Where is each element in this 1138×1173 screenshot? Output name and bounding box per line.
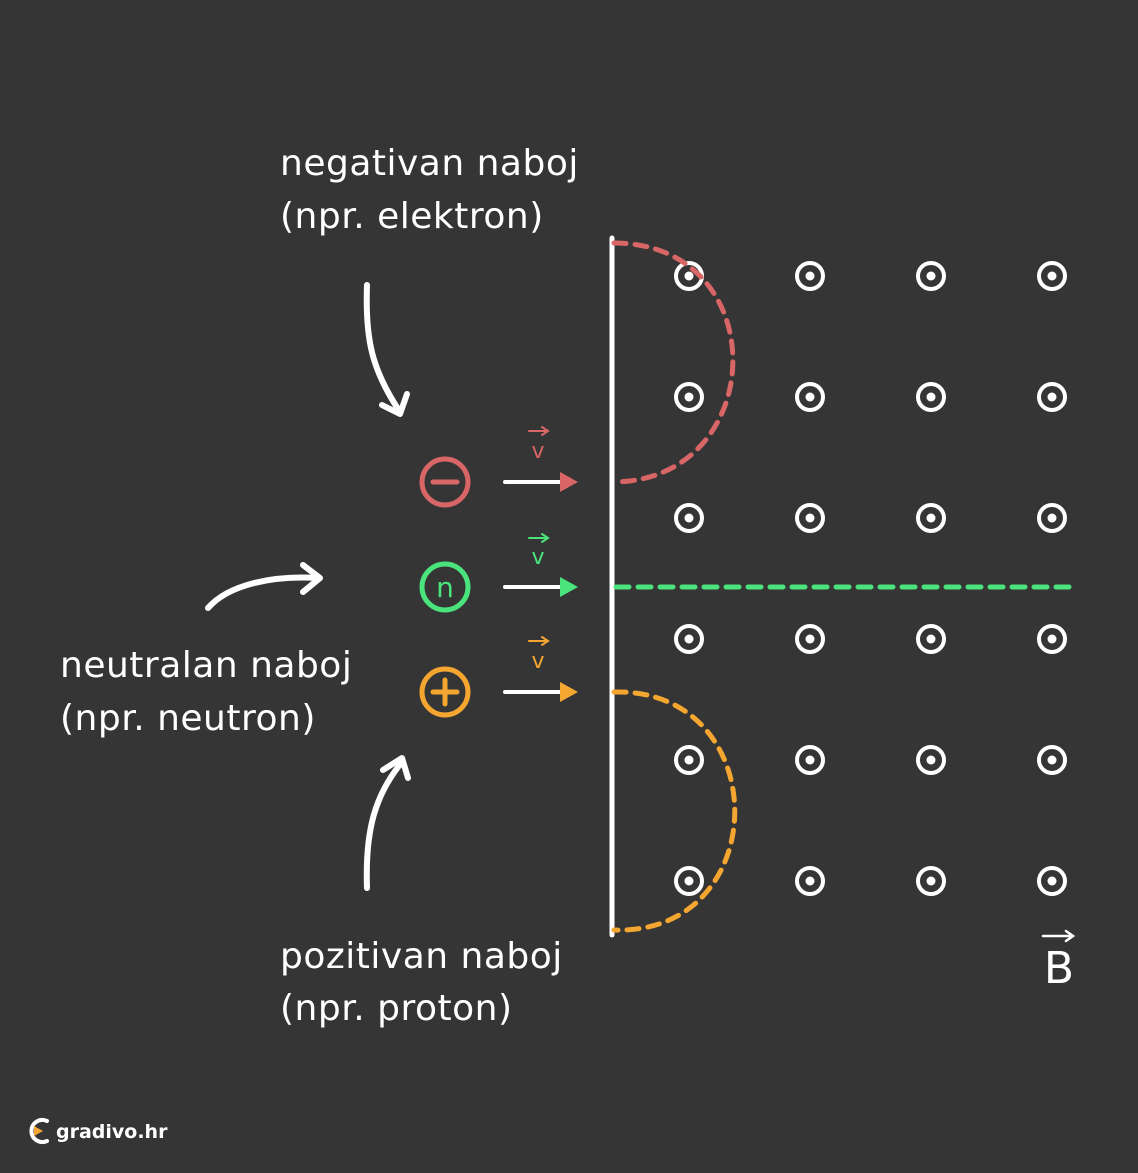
circle-dot-icon bbox=[916, 866, 946, 896]
pointer-arrow-positive bbox=[363, 755, 411, 891]
circle-dot-icon bbox=[795, 624, 825, 654]
circle-dot-icon bbox=[674, 503, 704, 533]
circle-dot-icon bbox=[1037, 382, 1067, 412]
label-positive-line2: (npr. proton) bbox=[280, 988, 512, 1029]
trajectory-positive bbox=[611, 689, 738, 933]
positive-charge-icon bbox=[419, 666, 471, 718]
circle-dot-icon bbox=[795, 866, 825, 896]
circle-dot-icon bbox=[795, 382, 825, 412]
circle-dot-icon bbox=[916, 745, 946, 775]
label-negative-line1: negativan naboj bbox=[280, 143, 579, 184]
velocity-symbol: v bbox=[531, 545, 544, 570]
circle-dot-icon bbox=[1037, 261, 1067, 291]
velocity-arrow-neutral bbox=[503, 577, 578, 597]
vector-arrow-icon bbox=[528, 533, 550, 543]
magnetic-field-dots bbox=[674, 261, 1067, 896]
trajectory-negative bbox=[611, 240, 736, 485]
velocity-label-positive: v bbox=[528, 636, 550, 674]
pointer-arrow-negative bbox=[363, 282, 410, 417]
label-negative-line2: (npr. elektron) bbox=[280, 196, 544, 237]
label-negative: negativan naboj (npr. elektron) bbox=[280, 143, 579, 237]
vector-arrow-icon bbox=[528, 636, 550, 646]
brand-name: gradivo.hr bbox=[56, 1121, 168, 1143]
circle-dot-icon bbox=[795, 503, 825, 533]
velocity-label-negative: v bbox=[528, 426, 550, 464]
circle-dot-icon bbox=[674, 382, 704, 412]
velocity-arrow-positive bbox=[503, 682, 578, 702]
gradivo-logo-icon bbox=[29, 1118, 49, 1144]
label-positive-line1: pozitivan naboj bbox=[280, 936, 563, 977]
velocity-label-neutral: v bbox=[528, 533, 550, 570]
vector-arrow-icon bbox=[528, 426, 550, 436]
velocity-symbol: v bbox=[531, 439, 544, 464]
circle-dot-icon bbox=[916, 382, 946, 412]
vector-arrow-icon bbox=[1041, 929, 1076, 943]
label-neutral-line2: (npr. neutron) bbox=[60, 698, 316, 739]
brand: gradivo.hr bbox=[29, 1118, 168, 1144]
circle-dot-icon bbox=[916, 261, 946, 291]
pointer-arrow-neutral bbox=[205, 562, 323, 611]
circle-dot-icon bbox=[1037, 503, 1067, 533]
label-positive: pozitivan naboj (npr. proton) bbox=[280, 936, 563, 1029]
circle-dot-icon bbox=[674, 745, 704, 775]
circle-dot-icon bbox=[674, 866, 704, 896]
label-neutral-line1: neutralan naboj bbox=[60, 645, 352, 686]
negative-charge-icon bbox=[419, 456, 471, 508]
circle-dot-icon bbox=[1037, 745, 1067, 775]
velocity-symbol: v bbox=[531, 649, 544, 674]
field-symbol: B bbox=[1044, 943, 1074, 994]
circle-dot-icon bbox=[1037, 866, 1067, 896]
label-neutral: neutralan naboj (npr. neutron) bbox=[60, 645, 352, 739]
circle-dot-icon bbox=[795, 745, 825, 775]
field-label: B bbox=[1041, 929, 1076, 994]
velocity-arrow-negative bbox=[503, 472, 578, 492]
circle-dot-icon bbox=[1037, 624, 1067, 654]
circle-dot-icon bbox=[916, 503, 946, 533]
neutral-symbol: n bbox=[436, 571, 454, 604]
neutral-charge-icon: n bbox=[419, 561, 471, 613]
circle-dot-icon bbox=[916, 624, 946, 654]
circle-dot-icon bbox=[674, 624, 704, 654]
circle-dot-icon bbox=[795, 261, 825, 291]
